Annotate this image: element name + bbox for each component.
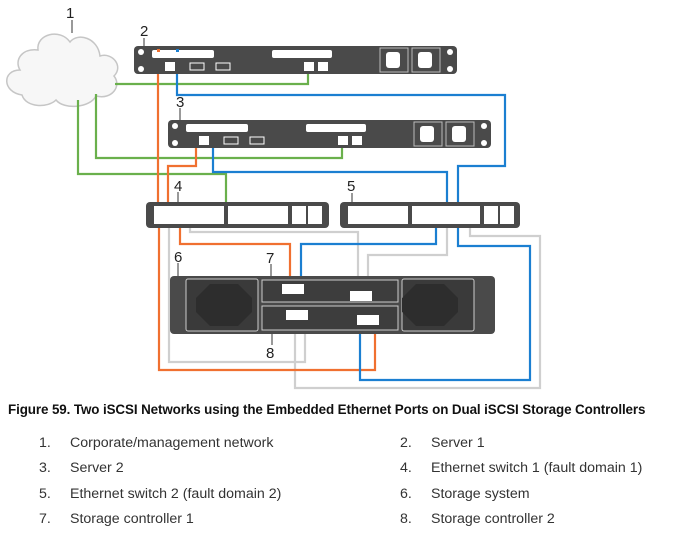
- callout-4: 4: [174, 178, 182, 195]
- figure-caption: Figure 59. Two iSCSI Networks using the …: [8, 402, 646, 417]
- callout-3: 3: [176, 94, 184, 111]
- ethernet-port-icon: [165, 62, 175, 71]
- network-diagram: 1 2 3 4 5 6 7 8: [6, 5, 542, 390]
- legend-item: 1.Corporate/management network: [39, 435, 274, 451]
- ethernet-switch-2: [340, 202, 520, 228]
- callout-8: 8: [266, 345, 274, 362]
- legend-item: 6.Storage system: [400, 486, 530, 502]
- cloud-icon: [6, 33, 119, 108]
- callout-7: 7: [266, 250, 274, 267]
- server-2: [168, 120, 491, 148]
- legend-item: 5.Ethernet switch 2 (fault domain 2): [39, 486, 282, 502]
- callout-5: 5: [347, 178, 355, 195]
- legend-item: 7.Storage controller 1: [39, 511, 194, 527]
- callout-1: 1: [66, 5, 74, 22]
- callout-2: 2: [140, 23, 148, 40]
- legend-item: 3.Server 2: [39, 460, 124, 476]
- legend-item: 4.Ethernet switch 1 (fault domain 1): [400, 460, 643, 476]
- legend-item: 2.Server 1: [400, 435, 485, 451]
- power-socket-icon: [379, 47, 409, 73]
- power-socket-icon: [411, 47, 441, 73]
- callout-lines: [71, 20, 353, 345]
- callout-6: 6: [174, 249, 182, 266]
- ethernet-switch-1: [146, 202, 329, 228]
- storage-system: [170, 276, 495, 334]
- cables: [76, 52, 542, 390]
- legend-item: 8.Storage controller 2: [400, 511, 555, 527]
- server-1: [134, 46, 457, 74]
